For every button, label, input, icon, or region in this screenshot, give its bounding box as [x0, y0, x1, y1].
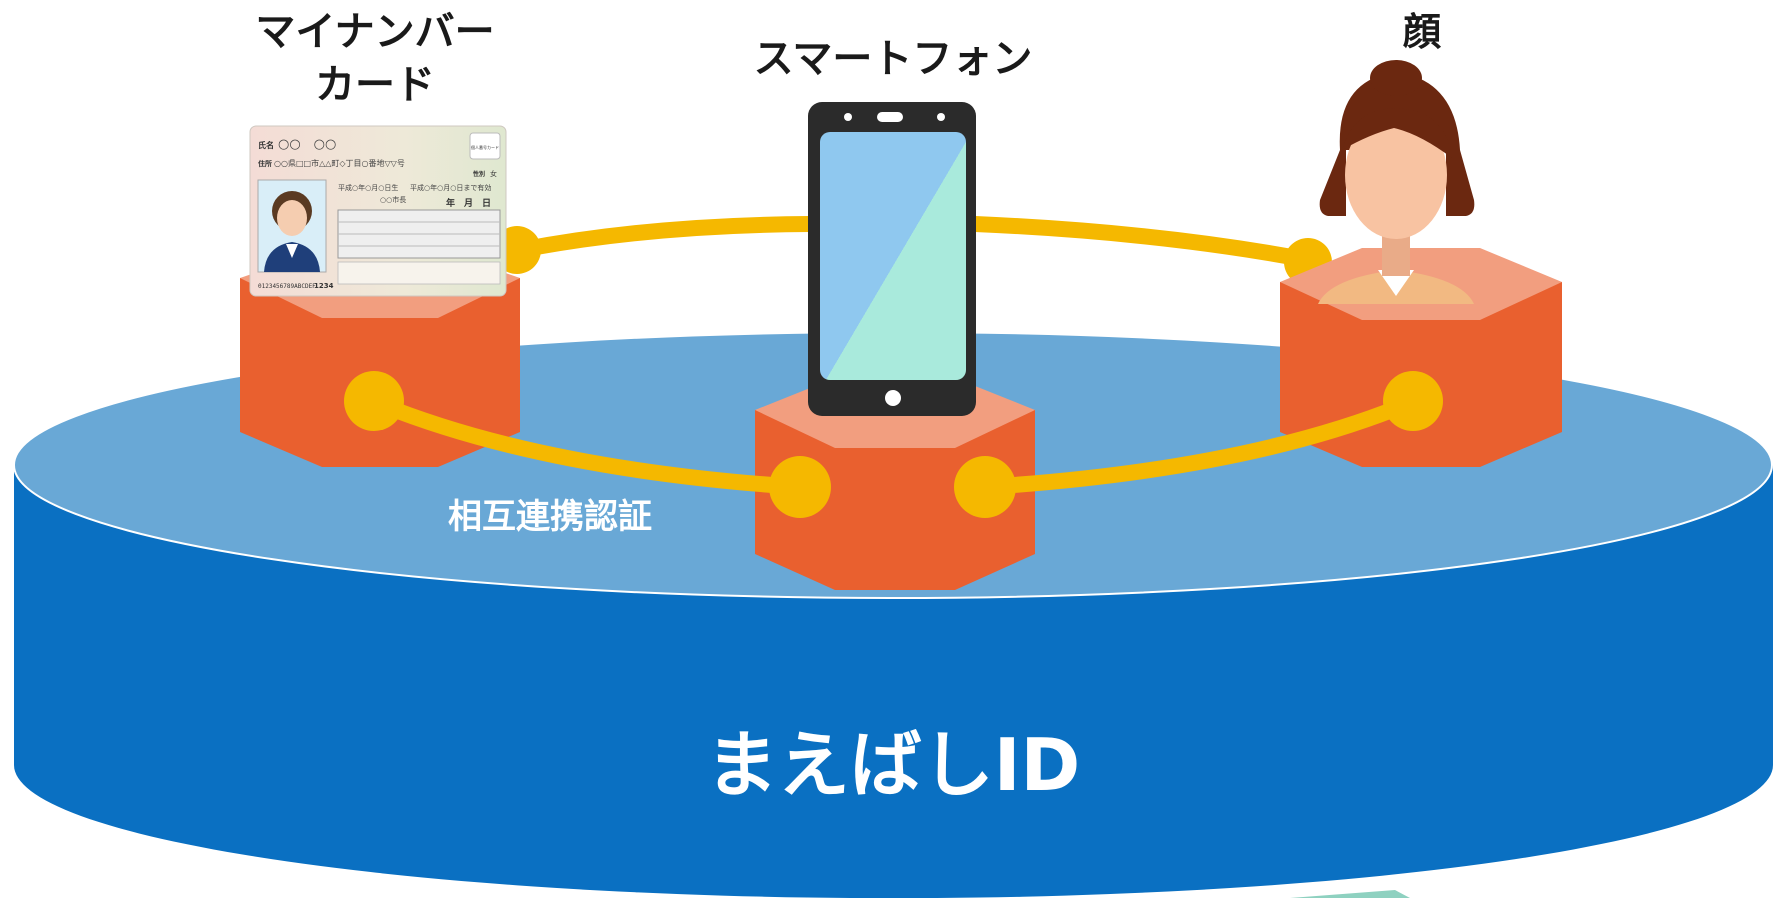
card-pin: 1234 [314, 282, 334, 290]
connector-line-phone-face-front [977, 394, 1420, 495]
card-photo-shirt [286, 244, 298, 258]
person-collar [1378, 270, 1414, 296]
phone-camera-left [844, 113, 852, 121]
pedestal-phone-front [755, 410, 1035, 590]
card-valid: 平成○年○月○日まで有効 [410, 183, 491, 192]
connector-node-phone-left [769, 456, 831, 518]
card-address-field: 住所 [258, 159, 272, 168]
card-sex-field: 性別 [472, 170, 485, 178]
label-maebashi-id: まえばしID [706, 723, 1081, 807]
connector-line-phone-face-back [967, 216, 1316, 268]
connector-line-card-phone-front [367, 394, 808, 495]
card-mayor: ○○市長 [380, 195, 406, 204]
card-sex-value: 女 [490, 169, 497, 178]
label-face: 顔 [1403, 10, 1441, 54]
connector-node-card-front [344, 371, 404, 431]
card-name-value: ○○ ○○ [278, 137, 336, 152]
label-mynumber-card-line1: マイナンバー [255, 9, 494, 55]
platform-bottom-edge [1290, 890, 1410, 898]
card-address-value: ○○県□□市△△町◇丁目○番地▽▽号 [274, 158, 405, 168]
phone-camera-right [937, 113, 945, 121]
phone-screen [820, 132, 966, 380]
person-neck [1382, 232, 1410, 276]
connector-node-phone-right [954, 456, 1016, 518]
phone-speaker [877, 112, 903, 122]
person-hair-bangs [1342, 108, 1452, 158]
smartphone-image [808, 102, 976, 416]
connector-node-face-front [1383, 371, 1443, 431]
card-birth: 平成○年○月○日生 [338, 183, 398, 192]
mynumber-card-image: 氏名 ○○ ○○ 住所 ○○県□□市△△町◇丁目○番地▽▽号 個人番号カード 性… [249, 125, 507, 297]
card-photo-face [277, 200, 307, 236]
connector-front [344, 371, 1443, 518]
label-mynumber-card-line2: カード [315, 62, 435, 108]
card-badge: 個人番号カード [471, 144, 499, 150]
connector-line-card-phone-back [512, 216, 818, 258]
phone-home-button [885, 390, 901, 406]
card-badge-box [469, 132, 501, 160]
face-image [1318, 60, 1475, 304]
label-mutual-auth: 相互連携認証 [448, 497, 652, 537]
label-smartphone: スマートフォン [754, 36, 1033, 82]
card-name-field: 氏名 [258, 140, 274, 150]
card-number: 0123456789ABCDEF [258, 283, 316, 290]
person-hair-bun [1370, 60, 1422, 96]
person-face [1345, 111, 1447, 239]
card-date-header: 年 月 日 [446, 197, 491, 209]
